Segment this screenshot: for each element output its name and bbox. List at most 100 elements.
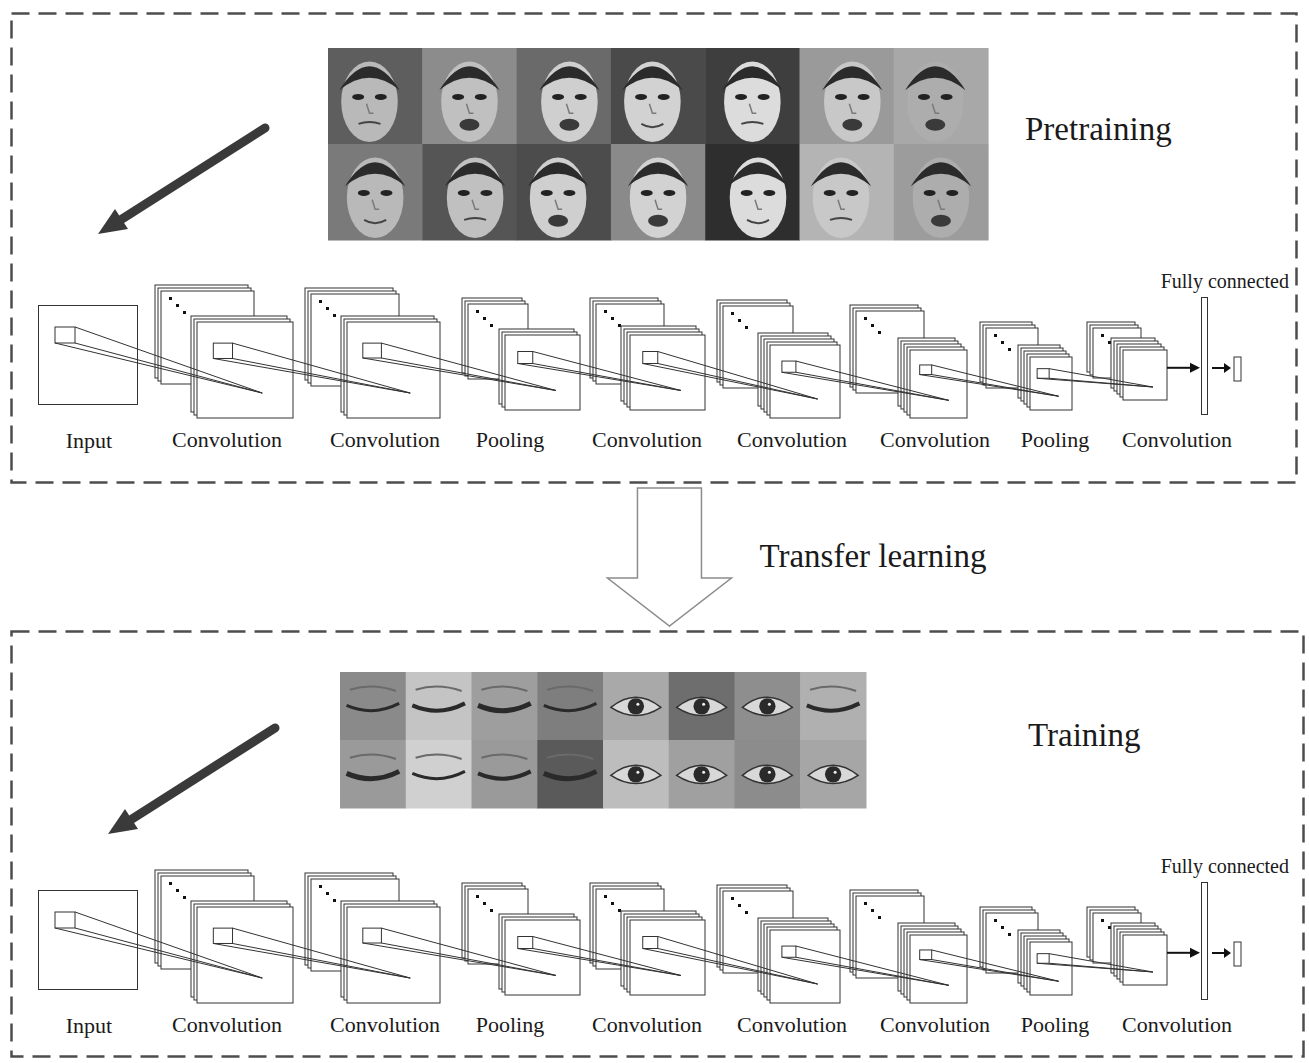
ellipsis-dot [1101, 334, 1104, 337]
hair [628, 162, 688, 186]
ellipsis-dot [738, 319, 741, 322]
eyebrow-shade [481, 687, 527, 691]
ellipsis-dot [731, 897, 734, 900]
closed-eyelid [412, 703, 465, 710]
photo-ground [603, 672, 669, 741]
projection-line [796, 361, 949, 400]
feature-map [1030, 357, 1072, 410]
feature-map [770, 930, 840, 1003]
layer-label: Pooling [476, 427, 544, 453]
stage-title: Pretraining [1025, 110, 1172, 150]
output-layer [1234, 357, 1241, 381]
eye-photo [340, 740, 406, 809]
photo-ground [735, 740, 801, 809]
eyebrow-shade [481, 755, 527, 759]
iris [759, 698, 775, 714]
output-layer [1234, 942, 1241, 966]
eye-photo [472, 672, 538, 741]
eye [641, 190, 653, 196]
kernel-window [213, 343, 232, 358]
eye-photo [735, 740, 801, 809]
kernel-window [518, 937, 533, 949]
connector-line [1167, 952, 1192, 954]
eyebrow-shade [350, 755, 396, 759]
projection-line [55, 343, 262, 393]
eye [358, 190, 370, 196]
projection-line [533, 352, 681, 391]
ellipsis-dot [1001, 341, 1004, 344]
ellipsis-dot [490, 909, 493, 912]
ellipsis-dot [994, 334, 997, 337]
closed-eyelid [544, 703, 597, 710]
feature-map [630, 920, 705, 995]
photo-ground [340, 672, 406, 741]
photo-ground [800, 144, 895, 241]
kernel-window [643, 352, 658, 364]
layer-block: Pooling [980, 907, 1072, 995]
face-photo [517, 144, 612, 241]
eye-glint [702, 771, 705, 774]
projection-line [658, 352, 818, 400]
closed-eyelid [347, 703, 400, 710]
input-arrow [108, 728, 275, 834]
closed-eyelid [347, 771, 400, 778]
eye-photo [472, 740, 538, 809]
eye-shape [742, 697, 792, 715]
input-image: Input [38, 305, 138, 405]
iris [628, 766, 644, 782]
ellipsis-dot [319, 885, 322, 888]
kernel-window [920, 365, 932, 375]
input-image: Input [38, 890, 138, 990]
eyebrow-shade [547, 687, 593, 691]
projection-line [533, 937, 681, 976]
eye [458, 190, 470, 196]
layer-label: Convolution [330, 1012, 440, 1038]
arrow-shaft [132, 728, 275, 819]
photo-ground [472, 740, 538, 809]
photo-ground [422, 48, 517, 145]
photo-ground [517, 48, 612, 145]
ellipsis-dot [333, 899, 336, 902]
layer-block: Convolution [717, 300, 840, 418]
fully-connected-layer: Fully connected [1201, 882, 1208, 1000]
output-arrow [1212, 952, 1226, 954]
layer-block: Pooling [462, 298, 580, 410]
kernel-window [363, 928, 382, 943]
eye-shape [742, 765, 792, 783]
photo-ground [669, 740, 735, 809]
eye [946, 190, 958, 196]
face-photo [894, 48, 989, 145]
eye [480, 190, 492, 196]
projection-line [233, 928, 411, 978]
face-photo [422, 48, 517, 145]
layer-label: Convolution [592, 1012, 702, 1038]
mouth [747, 220, 769, 223]
eyebrow-shade [547, 755, 593, 759]
layer-label: Fully connected [1161, 854, 1289, 878]
hair [911, 162, 971, 186]
photo-ground [406, 740, 472, 809]
eye [552, 94, 564, 100]
eye [858, 94, 870, 100]
layer-block: Convolution [1087, 907, 1167, 985]
eye-glint [636, 771, 639, 774]
projection-line [1037, 378, 1153, 387]
arrow-head [1190, 363, 1200, 373]
panel-outline [10, 630, 1305, 1058]
layer-block: Convolution [717, 885, 840, 1003]
photo-ground [537, 740, 603, 809]
photo-ground [472, 672, 538, 741]
ellipsis-dot [738, 904, 741, 907]
layer-label: Convolution [737, 427, 847, 453]
layer-label: Convolution [592, 427, 702, 453]
photo-ground [517, 144, 612, 241]
eye [658, 94, 670, 100]
ellipsis-dot [476, 310, 479, 313]
feature-map [910, 935, 967, 1003]
feature-map [347, 322, 440, 418]
nose [366, 104, 373, 114]
projection-line [643, 364, 818, 400]
ellipsis-dot [604, 310, 607, 313]
hair [539, 66, 599, 90]
ellipsis-dot [878, 331, 881, 334]
